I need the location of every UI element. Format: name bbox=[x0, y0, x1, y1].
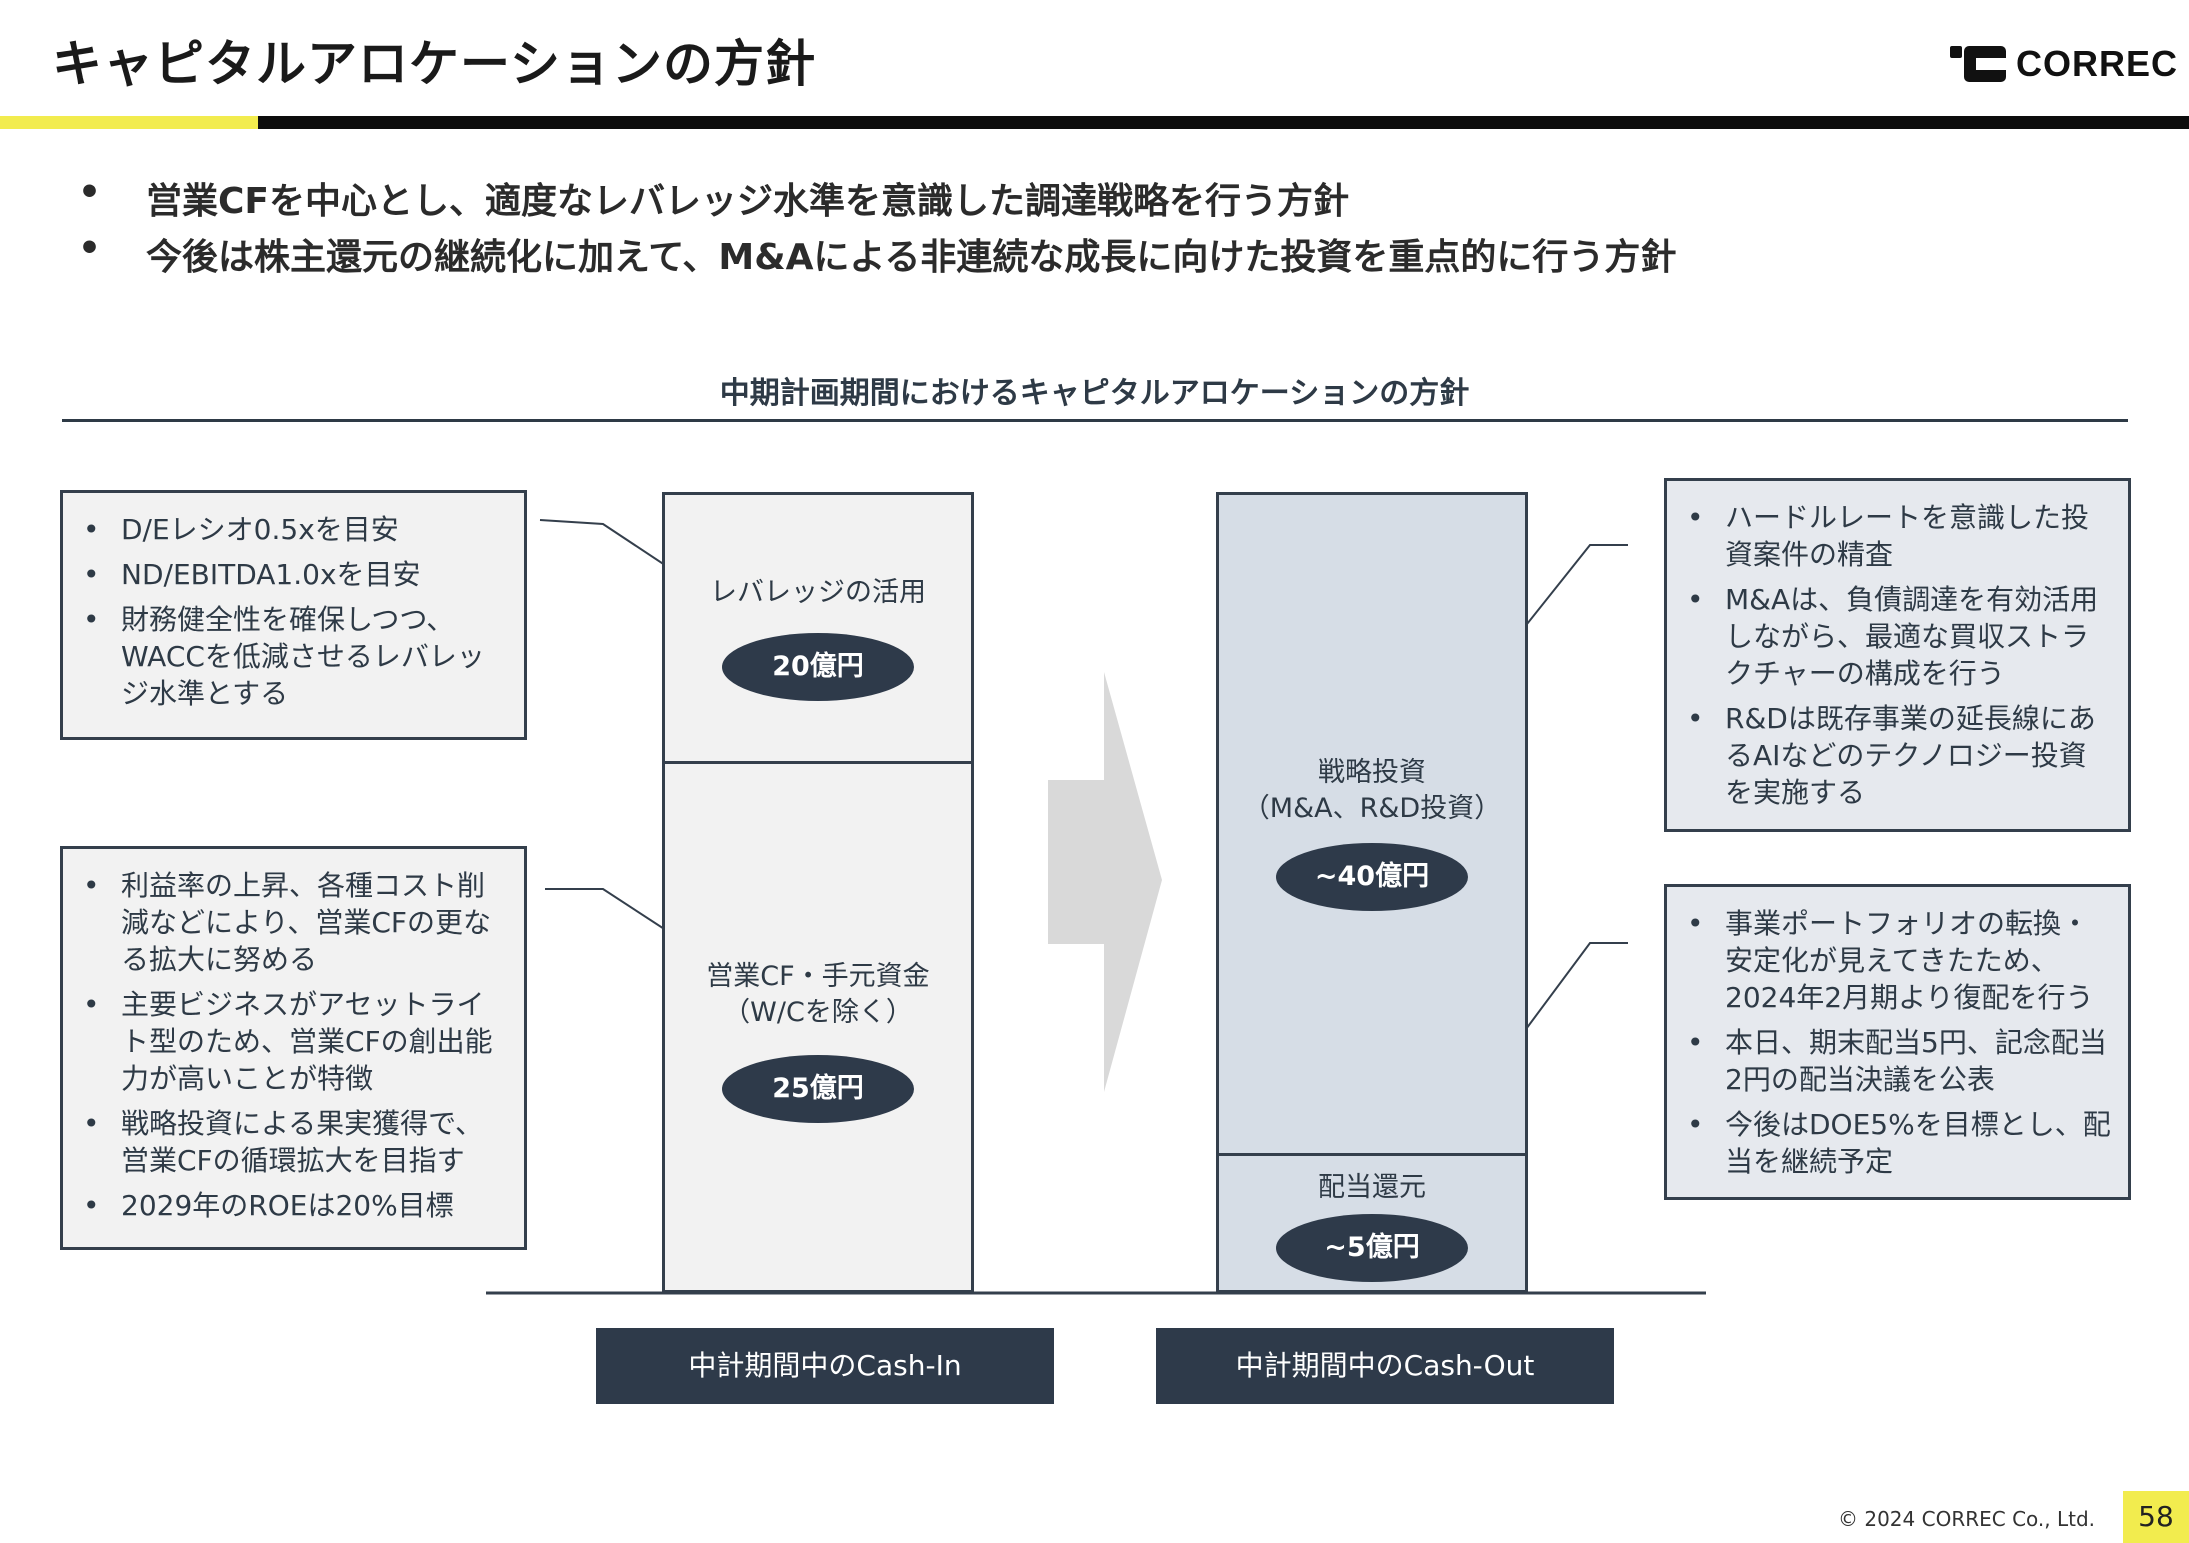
flow-arrow-icon bbox=[1048, 672, 1162, 1092]
cash-in-leverage-block: レバレッジの活用 20億円 bbox=[662, 492, 974, 764]
diagram-title-rule bbox=[62, 419, 2128, 422]
brand-logo: CORREC bbox=[1950, 43, 2179, 84]
lead-text: 今後は株主還元の継続化に加えて、M&Aによる非連続な成長に向けた投資を重点的に行… bbox=[146, 237, 1677, 278]
leverage-label: レバレッジの活用 bbox=[710, 577, 926, 608]
dividend-label: 配当還元 bbox=[1318, 1172, 1426, 1203]
note-item: 主要ビジネスがアセットライト型のため、営業CFの創出能力が高いことが特徴 bbox=[77, 986, 510, 1097]
right-note-strategic: ハードルレートを意識した投資案件の精査 M&Aは、負債調達を有効活用しながら、最… bbox=[1664, 478, 2131, 832]
note-item: ND/EBITDA1.0xを目安 bbox=[77, 556, 510, 593]
header-rule bbox=[258, 116, 2189, 129]
note-item: R&Dは既存事業の延長線にあるAIなどのテクノロジー投資を実施する bbox=[1681, 700, 2114, 811]
operating-value-badge: 25億円 bbox=[722, 1055, 914, 1123]
diagram-title: 中期計画期間におけるキャピタルアロケーションの方針 bbox=[719, 376, 1470, 411]
lead-bullet: •今後は株主還元の継続化に加えて、M&Aによる非連続な成長に向けた投資を重点的に… bbox=[78, 228, 1677, 278]
page-title: キャピタルアロケーションの方針 bbox=[52, 35, 816, 93]
page-number: 58 bbox=[2123, 1491, 2189, 1543]
strategic-value-badge: ~40億円 bbox=[1276, 843, 1468, 911]
leverage-value-badge: 20億円 bbox=[722, 633, 914, 701]
lead-text: 営業CFを中心とし、適度なレバレッジ水準を意識した調達戦略を行う方針 bbox=[146, 181, 1350, 222]
correc-logo-icon bbox=[1950, 44, 2008, 84]
note-item: 戦略投資による果実獲得で、営業CFの循環拡大を目指す bbox=[77, 1105, 510, 1179]
logo-text: CORREC bbox=[2016, 43, 2179, 84]
left-note-operating-cf: 利益率の上昇、各種コスト削減などにより、営業CFの更なる拡大に努める 主要ビジネ… bbox=[60, 846, 527, 1250]
note-item: M&Aは、負債調達を有効活用しながら、最適な買収ストラクチャーの構成を行う bbox=[1681, 581, 2114, 692]
note-item: 利益率の上昇、各種コスト削減などにより、営業CFの更なる拡大に努める bbox=[77, 867, 510, 978]
note-item: 事業ポートフォリオの転換・安定化が見えてきたため、2024年2月期より復配を行う bbox=[1681, 905, 2114, 1016]
note-item: 本日、期末配当5円、記念配当2円の配当決議を公表 bbox=[1681, 1024, 2114, 1098]
copyright: © 2024 CORREC Co., Ltd. bbox=[1838, 1507, 2096, 1531]
lead-bullet: •営業CFを中心とし、適度なレバレッジ水準を意識した調達戦略を行う方針 bbox=[78, 172, 1350, 222]
note-item: 2029年のROEは20%目標 bbox=[77, 1187, 510, 1224]
left-note-leverage: D/Eレシオ0.5xを目安 ND/EBITDA1.0xを目安 財務健全性を確保し… bbox=[60, 490, 527, 740]
cash-in-caption: 中計期間中のCash-In bbox=[596, 1328, 1054, 1404]
cash-out-caption: 中計期間中のCash-Out bbox=[1156, 1328, 1614, 1404]
operating-label: 営業CF・手元資金 bbox=[706, 961, 930, 992]
note-item: ハードルレートを意識した投資案件の精査 bbox=[1681, 499, 2114, 573]
right-note-dividend: 事業ポートフォリオの転換・安定化が見えてきたため、2024年2月期より復配を行う… bbox=[1664, 884, 2131, 1200]
cash-in-operating-block: 営業CF・手元資金 （W/Cを除く） 25億円 bbox=[662, 761, 974, 1293]
cash-out-dividend-block: 配当還元 ~5億円 bbox=[1216, 1153, 1528, 1293]
dividend-value-badge: ~5億円 bbox=[1276, 1214, 1468, 1282]
header-accent-bar bbox=[0, 116, 258, 129]
note-item: D/Eレシオ0.5xを目安 bbox=[77, 511, 510, 548]
strategic-label: 戦略投資 bbox=[1318, 757, 1426, 788]
operating-sublabel: （W/Cを除く） bbox=[723, 997, 913, 1028]
strategic-sublabel: （M&A、R&D投資） bbox=[1242, 793, 1502, 824]
cash-out-strategic-block: 戦略投資 （M&A、R&D投資） ~40億円 bbox=[1216, 492, 1528, 1156]
note-item: 今後はDOE5%を目標とし、配当を継続予定 bbox=[1681, 1106, 2114, 1180]
note-item: 財務健全性を確保しつつ、WACCを低減させるレバレッジ水準とする bbox=[77, 601, 510, 712]
